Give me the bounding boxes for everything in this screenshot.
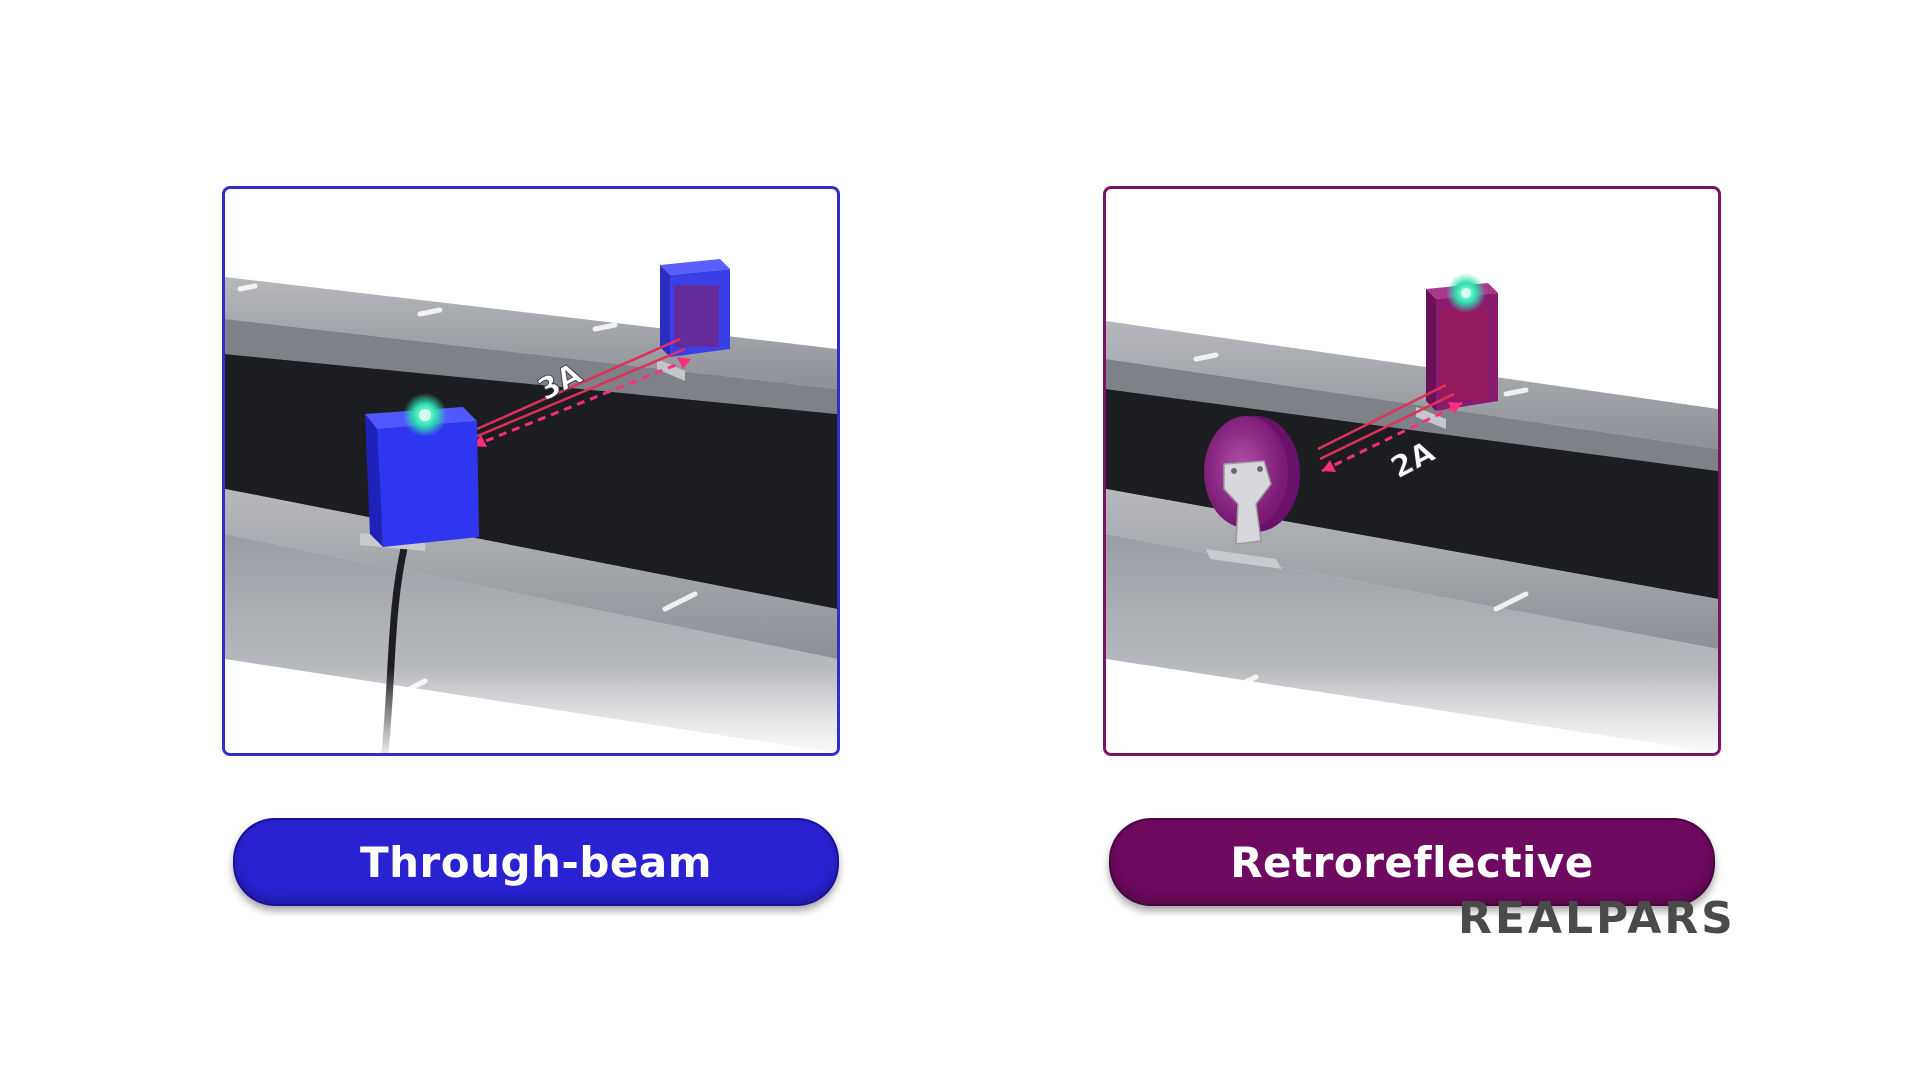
retroreflective-label: Retroreflective xyxy=(1109,818,1715,906)
through-beam-scene: 3A xyxy=(225,189,837,753)
retroreflective-scene: 2A xyxy=(1106,189,1718,753)
realpars-logo: REALPARS xyxy=(1458,893,1736,944)
through-beam-illustration: 3A xyxy=(222,186,840,756)
retroreflective-illustration: 2A xyxy=(1103,186,1721,756)
through-beam-label: Through-beam xyxy=(233,818,839,906)
